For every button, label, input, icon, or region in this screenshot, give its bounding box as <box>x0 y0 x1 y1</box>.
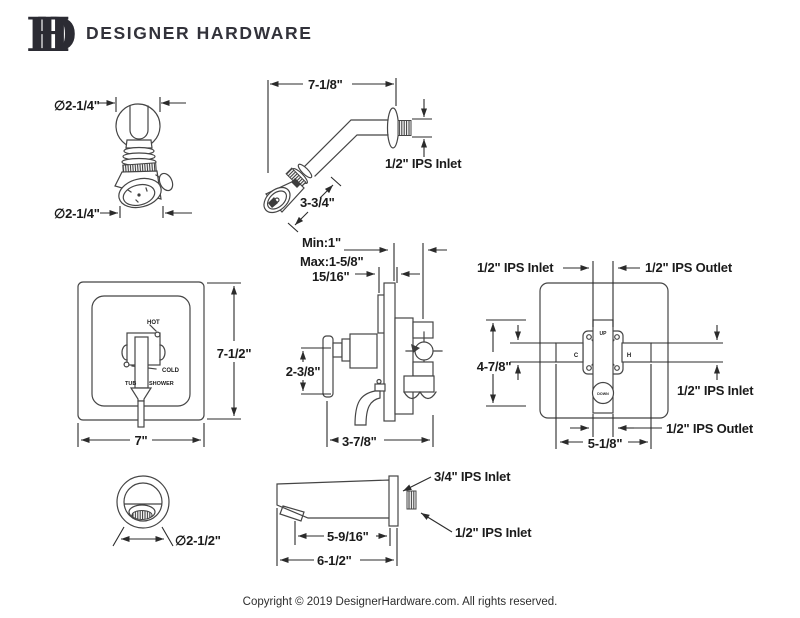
tub-port-elbow <box>354 390 381 426</box>
hot-port-label: H <box>627 353 631 359</box>
aerator <box>131 510 153 520</box>
hot-port-arm <box>621 342 652 363</box>
valve-width-label: 5-1/8" <box>588 436 623 451</box>
shower-arm-figure: 7-1/8" 3-3/4" 1/2" IPS Inlet <box>263 77 462 233</box>
lever-handle <box>134 336 149 389</box>
spout-diameter-label: ∅2-1/2" <box>175 533 221 548</box>
cold-port-label: C <box>574 353 579 359</box>
valve-front-figure: HOT COLD TUB SHOWER 7-1/2" 7" <box>77 281 252 448</box>
top-outlet-label: 1/2" IPS Outlet <box>645 260 733 275</box>
body-width-label: 3-7/8" <box>342 434 377 449</box>
checkstop <box>414 341 434 361</box>
spout-side-inlet-label: 1/2" IPS Inlet <box>455 525 532 540</box>
spout-top-inlet-label: 3/4" IPS Inlet <box>434 469 511 484</box>
down-port <box>591 381 615 405</box>
copyright-footer: Copyright © 2019 DesignerHardware.com. A… <box>0 596 800 608</box>
cold-label: COLD <box>162 368 180 374</box>
hot-label: HOT <box>147 320 160 326</box>
cartridge-side <box>349 333 378 369</box>
handle-length-label: 2-3/8" <box>286 364 321 379</box>
valve-side-figure: Min:1" Max:1-5/8" 15/16" 2-3/8" 3-7/8" <box>286 235 447 449</box>
arm-inlet-label: 1/2" IPS Inlet <box>385 156 462 171</box>
spout-body <box>276 479 391 519</box>
min-depth-label: Min:1" <box>302 235 341 250</box>
escutcheon-plate-side <box>383 282 396 422</box>
plate-height-label: 7-1/2" <box>217 346 252 361</box>
threaded-nipple <box>397 120 412 136</box>
up-label: UP <box>600 331 608 337</box>
threaded-nipple <box>406 490 417 510</box>
shower-label: SHOWER <box>149 381 174 387</box>
max-depth-label: Max:1-5/8" <box>300 254 363 269</box>
spout-total-length-label: 6-1/2" <box>317 553 352 568</box>
spout-length-label: 5-9/16" <box>327 529 369 544</box>
monogram-letter-h: H <box>26 10 70 56</box>
showerhead-top-diameter-label: ∅2-1/4" <box>54 98 100 113</box>
showerhead-face-diameter-label: ∅2-1/4" <box>54 206 100 221</box>
right-inlet-label: 1/2" IPS Inlet <box>677 383 754 398</box>
spout-front-figure: ∅2-1/2" <box>112 475 221 548</box>
plate-width-label: 7" <box>135 433 148 448</box>
spout-flange <box>388 475 399 527</box>
plaster-depth-label: 15/16" <box>312 269 350 284</box>
valve-height-label: 4-7/8" <box>477 359 512 374</box>
head-length-label: 3-3/4" <box>300 195 335 210</box>
wall-flange <box>386 107 400 149</box>
down-label: DOWN <box>597 392 609 396</box>
copyright-text: Copyright © 2019 DesignerHardware.com. A… <box>242 596 558 608</box>
spout-side-figure: 3/4" IPS Inlet 1/2" IPS Inlet 5-9/16" 6-… <box>276 469 532 568</box>
top-inlet-label: 1/2" IPS Inlet <box>477 260 554 275</box>
showerhead-front-figure: ∅2-1/4" ∅2-1/4" <box>54 97 192 221</box>
lever-handle-side <box>322 335 334 398</box>
cold-port-arm <box>555 342 584 363</box>
bottom-outlet-label: 1/2" IPS Outlet <box>666 421 754 436</box>
brand-name: DESIGNER HARDWARE <box>86 22 313 43</box>
valve-back-figure: UP DOWN C H 1/2" IPS Inlet 1/2" IPS Outl… <box>477 260 755 451</box>
monogram-letter-d: D <box>36 10 76 56</box>
valve-body <box>394 317 414 415</box>
arm-length-label: 7-1/8" <box>308 77 343 92</box>
brand-header: H D DESIGNER HARDWARE <box>26 10 313 56</box>
tub-label: TUB <box>125 381 136 387</box>
brand-monogram-icon: H D <box>26 10 76 56</box>
